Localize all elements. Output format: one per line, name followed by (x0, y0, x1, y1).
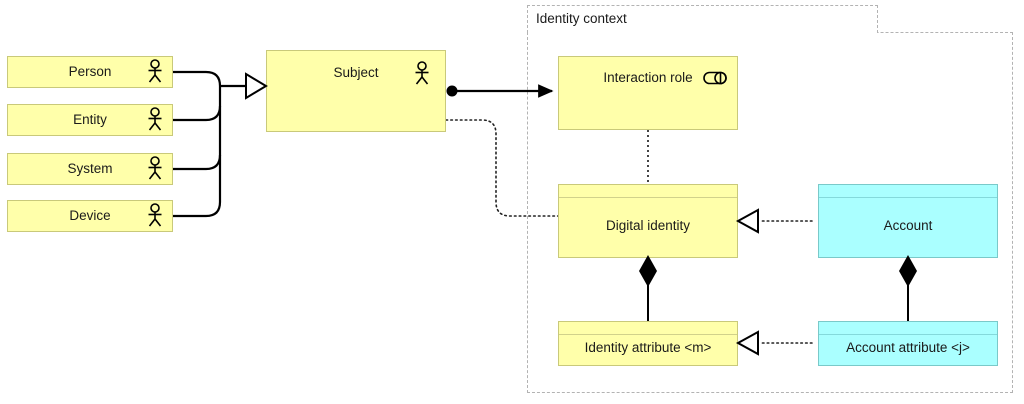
node-digital-identity-label: Digital identity (605, 217, 691, 233)
actor-icon (148, 107, 162, 131)
actor-icon (415, 61, 429, 85)
role-icon (703, 71, 727, 85)
endpoint-filled-circle-subject (446, 85, 458, 97)
identity-context-label: Identity context (536, 11, 627, 26)
node-subject-label: Subject (333, 65, 379, 80)
node-interaction-role-label: Interaction role (603, 70, 693, 85)
node-entity[interactable]: Entity (7, 104, 173, 136)
node-device-label: Device (69, 207, 111, 223)
node-identity-attribute-label: Identity attribute <m> (584, 340, 712, 356)
actor-icon (148, 59, 162, 83)
node-system-label: System (67, 160, 113, 176)
node-account[interactable]: Account (818, 184, 998, 258)
node-interaction-role[interactable]: Interaction role (558, 56, 738, 130)
wire-actors-to-subject (173, 70, 245, 218)
arrowhead-generalization-subject (245, 72, 268, 100)
identity-context-tab-mask (528, 31, 877, 34)
actor-icon (148, 156, 162, 180)
node-person-label: Person (68, 63, 112, 79)
node-account-attribute-label: Account attribute <j> (846, 340, 970, 356)
node-identity-attribute[interactable]: Identity attribute <m> (558, 321, 738, 366)
node-device[interactable]: Device (7, 200, 173, 232)
actor-icon (148, 203, 162, 227)
node-person[interactable]: Person (7, 56, 173, 88)
node-subject[interactable]: Subject (266, 50, 446, 132)
node-digital-identity[interactable]: Digital identity (558, 184, 738, 258)
node-entity-label: Entity (73, 111, 107, 127)
node-account-attribute[interactable]: Account attribute <j> (818, 321, 998, 366)
node-system[interactable]: System (7, 153, 173, 185)
node-account-label: Account (883, 217, 933, 233)
identity-context-tab (527, 5, 878, 33)
